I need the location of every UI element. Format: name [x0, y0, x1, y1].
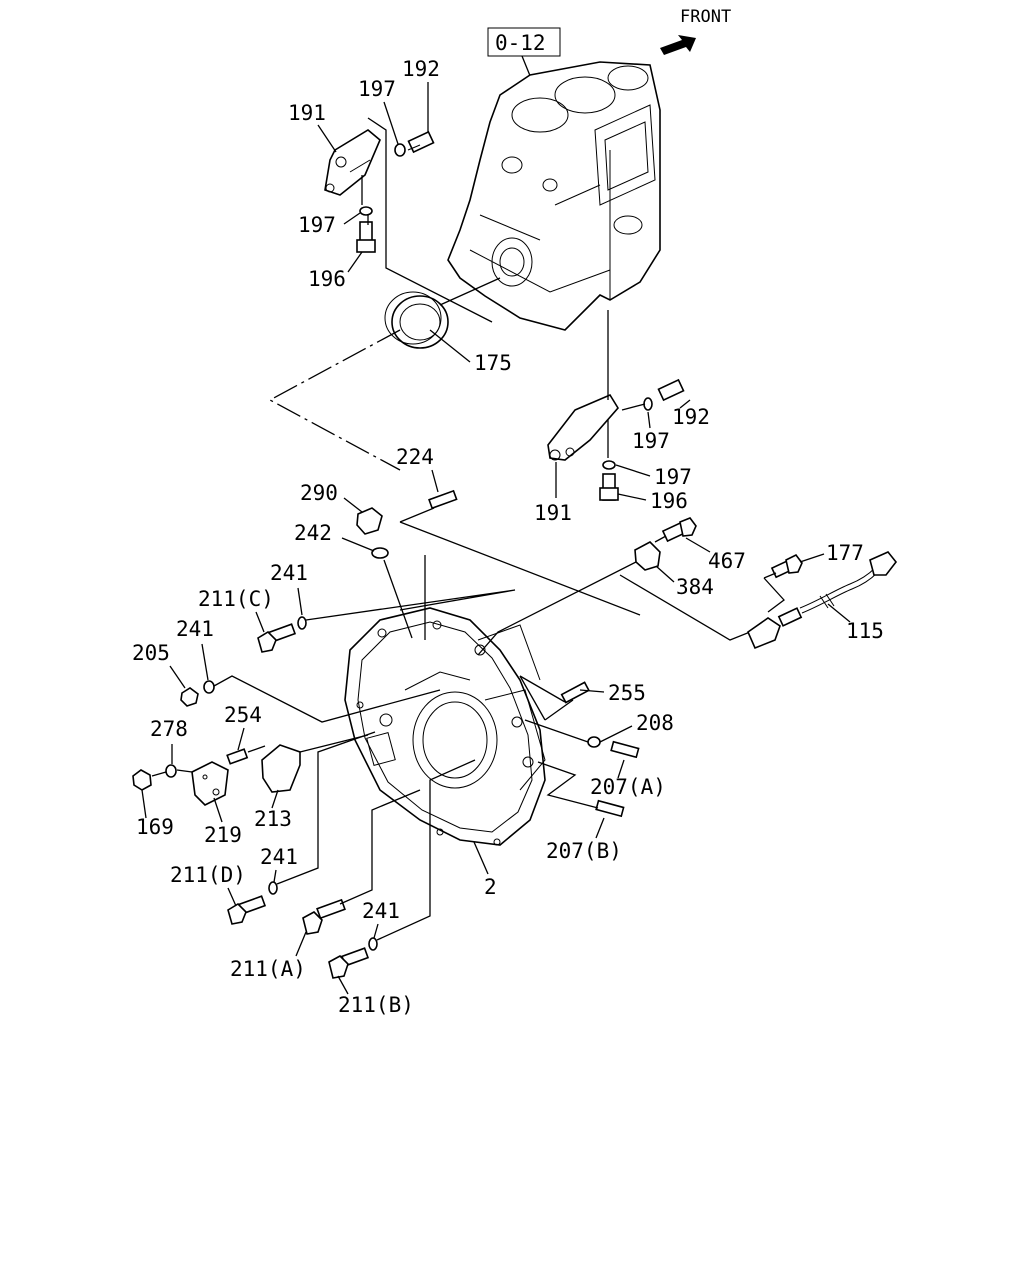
callout-191-upper: 191 — [288, 101, 326, 125]
callout-211b: 211(B) — [338, 993, 414, 1017]
oil-seal — [384, 291, 449, 349]
callout-241-a: 241 — [362, 899, 400, 923]
bracket-213 — [261, 744, 301, 793]
callout-205: 205 — [132, 641, 170, 665]
callout-255: 255 — [608, 681, 646, 705]
callout-175: 175 — [474, 351, 512, 375]
engine-block — [447, 61, 661, 331]
stud-207a — [610, 740, 640, 759]
callout-219: 219 — [204, 823, 242, 847]
washer-197-lower-a — [643, 397, 653, 411]
front-label: FRONT — [680, 7, 731, 27]
nut-205 — [180, 687, 199, 707]
callout-115: 115 — [846, 619, 884, 643]
callout-384: 384 — [676, 575, 714, 599]
callout-207b: 207(B) — [546, 839, 622, 863]
stud-207b — [595, 799, 625, 818]
callout-467: 467 — [708, 549, 746, 573]
callout-196-upper: 196 — [308, 267, 346, 291]
o-ring-242 — [371, 547, 389, 559]
bolt-211a — [302, 898, 346, 935]
washer-197-lower-b — [602, 460, 616, 470]
callout-191-lower: 191 — [534, 501, 572, 525]
engine-mount-bracket-lower — [547, 393, 619, 461]
bolt-192-upper — [407, 130, 435, 154]
callout-177: 177 — [826, 541, 864, 565]
engine-mount-bracket-upper — [324, 129, 381, 196]
stud-224 — [428, 489, 458, 510]
washer-197-upper-b — [359, 206, 373, 216]
washer-208 — [587, 736, 601, 748]
bolt-196-lower — [599, 473, 619, 501]
callout-242: 242 — [294, 521, 332, 545]
washer-278 — [165, 764, 177, 778]
callout-290: 290 — [300, 481, 338, 505]
callout-211a: 211(A) — [230, 957, 306, 981]
callout-169: 169 — [136, 815, 174, 839]
callout-241-b: 241 — [176, 617, 214, 641]
reference-box — [487, 27, 561, 57]
callout-197-upper-a: 197 — [358, 77, 396, 101]
callout-207a: 207(A) — [590, 775, 666, 799]
callout-241-d: 241 — [260, 845, 298, 869]
callout-192-upper: 192 — [402, 57, 440, 81]
speed-sensor-115 — [747, 551, 898, 650]
callout-196-lower: 196 — [650, 489, 688, 513]
flywheel-housing — [344, 607, 546, 846]
bolt-467 — [661, 517, 697, 543]
bolt-211d — [227, 895, 267, 925]
sensor-bracket-219 — [191, 761, 229, 806]
plug-290 — [356, 507, 383, 535]
bolt-192-lower — [657, 378, 685, 402]
washer-241-d — [268, 881, 278, 895]
washer-241-a — [368, 937, 378, 951]
bolt-211b — [328, 947, 370, 979]
nut-169 — [132, 769, 152, 791]
callout-2: 2 — [484, 875, 497, 899]
screw-254 — [226, 748, 249, 765]
callout-192-lower: 192 — [672, 405, 710, 429]
bolt-211c — [257, 623, 297, 653]
reference-box-label: 0-12 — [495, 31, 546, 55]
callout-197-lower-b: 197 — [654, 465, 692, 489]
callout-213: 213 — [254, 807, 292, 831]
callout-211d: 211(D) — [170, 863, 246, 887]
front-arrow-icon — [660, 35, 696, 55]
washer-241-c — [297, 616, 307, 630]
callout-254: 254 — [224, 703, 262, 727]
bolt-196-upper — [356, 221, 376, 253]
stud-255 — [560, 681, 590, 704]
callout-211c: 211(C) — [198, 587, 274, 611]
callout-224: 224 — [396, 445, 434, 469]
callout-197-lower-a: 197 — [632, 429, 670, 453]
bolt-177 — [770, 553, 803, 579]
callout-241-c: 241 — [270, 561, 308, 585]
washer-197-upper-a — [394, 143, 406, 157]
washer-241-b — [203, 680, 215, 694]
callout-278: 278 — [150, 717, 188, 741]
callout-197-upper-b: 197 — [298, 213, 336, 237]
callout-208: 208 — [636, 711, 674, 735]
